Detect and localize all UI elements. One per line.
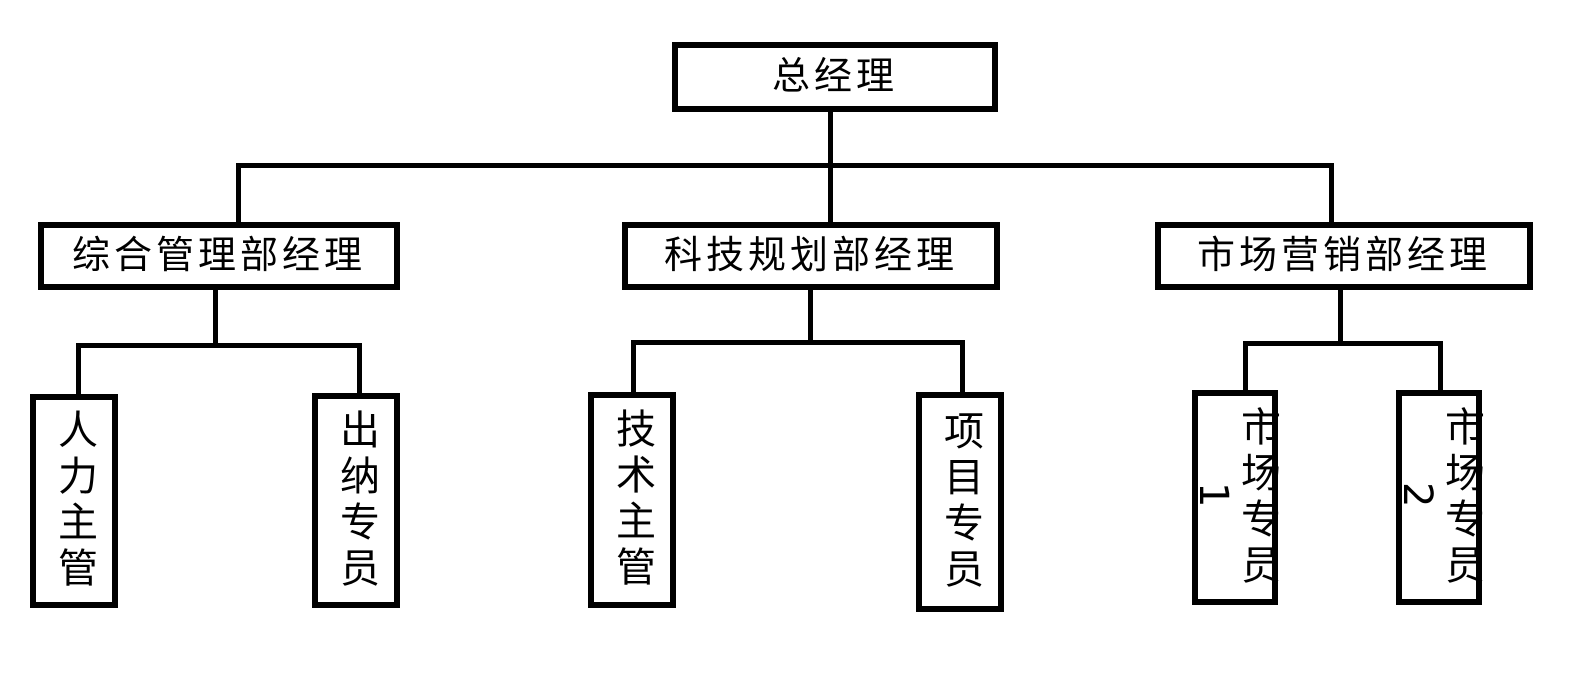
connector-dept3-horizontal — [1243, 341, 1443, 346]
org-node-label: 市场营销部经理 — [1196, 233, 1491, 278]
connector-dept3-stem — [1338, 288, 1343, 346]
org-node-admin-dept-manager: 综合管理部经理 — [38, 222, 400, 290]
connector-drop-to-marketing2 — [1438, 341, 1443, 391]
org-node-label: 项目专员 — [937, 410, 983, 594]
connector-drop-to-dept1 — [236, 163, 241, 223]
org-node-tech-planning-dept-manager: 科技规划部经理 — [622, 222, 1000, 290]
connector-dept1-stem — [213, 288, 218, 348]
org-node-label: 综合管理部经理 — [71, 233, 366, 278]
org-node-hr-supervisor: 人力主管 — [30, 394, 118, 608]
org-node-label: 技术主管 — [609, 408, 655, 592]
connector-level1-horizontal — [236, 163, 1334, 168]
org-node-label: 人力主管 — [51, 409, 97, 593]
org-node-marketing-dept-manager: 市场营销部经理 — [1155, 222, 1533, 290]
org-node-general-manager: 总经理 — [672, 42, 998, 112]
org-node-label: 科技规划部经理 — [663, 233, 958, 278]
connector-drop-to-hr — [76, 343, 81, 395]
org-node-label: 出纳专员 — [333, 408, 379, 593]
org-node-technical-supervisor: 技术主管 — [588, 392, 676, 608]
connector-root-stem — [828, 110, 833, 168]
org-node-label: 市场专员2 — [1394, 405, 1484, 590]
connector-drop-to-tech — [631, 340, 636, 393]
connector-drop-to-marketing1 — [1243, 341, 1248, 391]
org-node-label: 总经理 — [771, 54, 898, 99]
org-node-marketing-specialist-2: 市场专员2 — [1394, 390, 1484, 605]
connector-drop-to-dept2 — [828, 163, 833, 223]
connector-dept2-stem — [808, 288, 813, 345]
connector-drop-to-dept3 — [1329, 163, 1334, 223]
org-node-marketing-specialist-1: 市场专员1 — [1190, 390, 1280, 605]
connector-drop-to-project — [960, 340, 965, 393]
org-node-project-specialist: 项目专员 — [916, 392, 1004, 612]
org-node-label: 市场专员1 — [1190, 405, 1280, 590]
connector-dept2-horizontal — [631, 340, 965, 345]
org-node-cashier-specialist: 出纳专员 — [312, 393, 400, 608]
connector-drop-to-cashier — [357, 343, 362, 394]
connector-dept1-horizontal — [76, 343, 362, 348]
